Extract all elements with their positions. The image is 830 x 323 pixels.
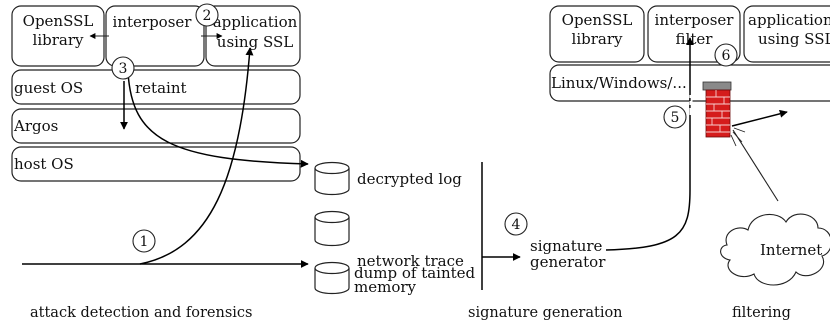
decrypted-log-cylinder — [314, 168, 350, 196]
argos-layer — [11, 108, 301, 144]
generator-label-2: generator — [530, 253, 606, 271]
traffic-to-application-arrow — [139, 47, 254, 265]
step-6-marker: 6 — [714, 43, 738, 67]
memory-dump-label-2: memory — [354, 278, 417, 296]
left-openssl-label-1: OpenSSL — [23, 12, 94, 30]
right-interposer-label-2: filter — [676, 30, 714, 48]
internet-to-firewall-line — [732, 129, 779, 202]
step-4-label: 4 — [512, 217, 521, 233]
firewall-icon — [702, 81, 746, 147]
left-application-label-1: application — [213, 13, 298, 31]
right-openssl-label-1: OpenSSL — [562, 11, 633, 29]
decrypted-log-arrow — [127, 71, 309, 168]
blocked-traffic-arrow — [731, 109, 788, 127]
internet-cloud-icon — [720, 213, 830, 286]
firewall-bricks — [705, 89, 731, 138]
right-os-label: Linux/Windows/... — [551, 74, 687, 92]
step-5-label: 5 — [671, 110, 680, 126]
host-os-label: host OS — [14, 155, 74, 173]
retaint-label: retaint — [135, 79, 187, 97]
right-interposer-label-1: interposer — [655, 11, 735, 29]
memory-dump-cylinder — [314, 268, 350, 295]
caption-attack-detection: attack detection and forensics — [30, 305, 252, 321]
step-2-label: 2 — [203, 8, 212, 24]
decrypted-log-label: decrypted log — [357, 170, 462, 188]
right-openssl-box — [549, 5, 645, 63]
guest-os-layer — [11, 69, 301, 105]
signature-to-filter-arrow — [605, 37, 694, 251]
step-3-label: 3 — [119, 61, 128, 77]
caption-signature-generation: signature generation — [468, 305, 623, 321]
memory-dump-label-1: dump of tainted — [354, 264, 476, 282]
right-openssl-label-2: library — [572, 30, 623, 48]
step-2-marker: 2 — [195, 3, 219, 27]
caption-filtering: filtering — [732, 305, 791, 321]
right-application-label-2: using SSL — [758, 30, 830, 48]
step-5-marker: 5 — [663, 105, 687, 129]
step-1-label: 1 — [140, 234, 149, 250]
step-1-marker: 1 — [132, 229, 156, 253]
left-application-label-2: using SSL — [217, 33, 293, 51]
right-application-box — [743, 5, 830, 63]
left-interposer-label: interposer — [113, 13, 193, 31]
generator-label-1: signature — [530, 237, 603, 255]
step-4-marker: 4 — [504, 212, 528, 236]
network-trace-store: network trace — [314, 210, 464, 270]
step-3-marker: 3 — [111, 56, 135, 80]
left-system-stack: OpenSSL library interposer application u… — [11, 5, 301, 182]
step-6-label: 6 — [722, 48, 731, 64]
decrypted-log-store: decrypted log — [314, 161, 462, 196]
memory-dump-store: dump of tainted memory — [314, 261, 476, 296]
internet-label: Internet — [760, 241, 822, 259]
firewall-cap — [702, 81, 732, 91]
guest-os-label: guest OS — [14, 79, 83, 97]
network-trace-label: network trace — [357, 252, 464, 270]
argos-label: Argos — [13, 117, 58, 135]
network-trace-cylinder — [314, 217, 350, 247]
left-openssl-label-2: library — [33, 31, 84, 49]
right-application-label-1: application — [748, 11, 830, 29]
